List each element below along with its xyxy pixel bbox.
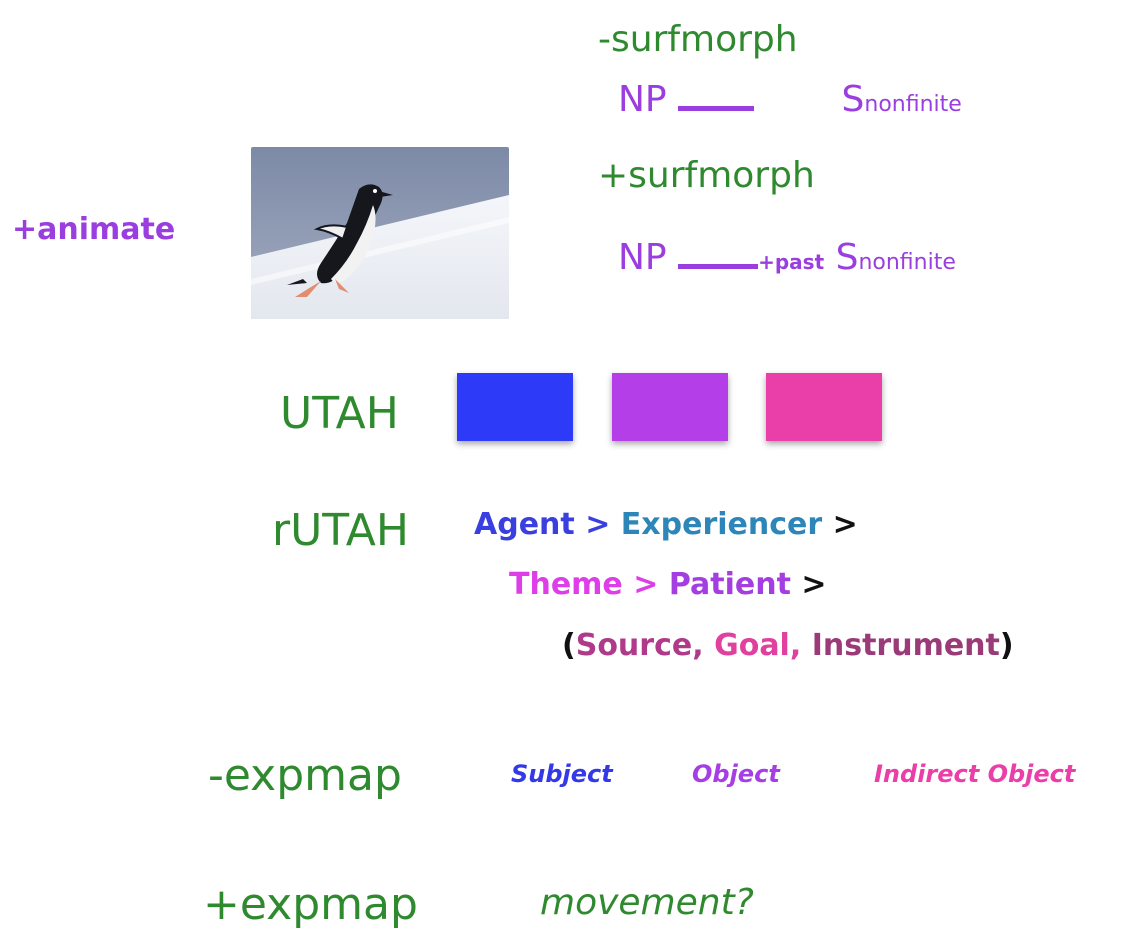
neg-surfmorph-label: -surfmorph [598, 19, 798, 60]
open-paren: ( [562, 628, 576, 663]
s-label: S [841, 79, 865, 120]
np-frame-pos: NP +past Snonfinite [618, 240, 956, 276]
penguin-image [251, 147, 509, 319]
utah-color-box-purple [612, 373, 728, 441]
s-label: S [835, 237, 859, 278]
utah-color-box-blue [457, 373, 573, 441]
animate-label: +animate [12, 212, 176, 247]
verb-blank [678, 241, 759, 269]
role-source: Source, [575, 628, 704, 663]
np-label: NP [618, 237, 667, 278]
gt-sign: > [832, 507, 858, 542]
gf-object: Object [692, 760, 780, 788]
rutah-label: rUTAH [272, 505, 409, 556]
pos-expmap-label: +expmap [203, 879, 418, 930]
gt-sign: > [633, 567, 659, 602]
s-subscript: nonfinite [858, 250, 956, 275]
gt-sign: > [585, 507, 611, 542]
role-instrument: Instrument [811, 628, 1000, 663]
utah-label: UTAH [280, 388, 399, 439]
neg-expmap-label: -expmap [208, 750, 402, 801]
verb-blank [678, 83, 755, 111]
role-theme: Theme [509, 567, 623, 602]
hierarchy-line-2: Theme > Patient > [509, 570, 827, 600]
hierarchy-line-3: (Source, Goal, Instrument) [562, 631, 1014, 661]
close-paren: ) [999, 628, 1014, 663]
gf-subject: Subject [511, 760, 613, 788]
role-patient: Patient [668, 567, 791, 602]
past-subscript: +past [758, 250, 825, 274]
hierarchy-line-1: Agent > Experiencer > [474, 510, 858, 540]
gf-indirect-object: Indirect Object [874, 760, 1076, 788]
s-subscript: nonfinite [864, 92, 962, 117]
penguin-photo [251, 147, 509, 319]
movement-text: movement? [540, 882, 754, 923]
pos-surfmorph-label: +surfmorph [598, 155, 815, 196]
gt-sign: > [801, 567, 827, 602]
role-agent: Agent [474, 507, 575, 542]
np-frame-neg: NP Snonfinite [618, 82, 962, 118]
utah-color-box-pink [766, 373, 882, 441]
role-goal: Goal, [714, 628, 802, 663]
np-label: NP [618, 79, 667, 120]
role-experiencer: Experiencer [620, 507, 823, 542]
